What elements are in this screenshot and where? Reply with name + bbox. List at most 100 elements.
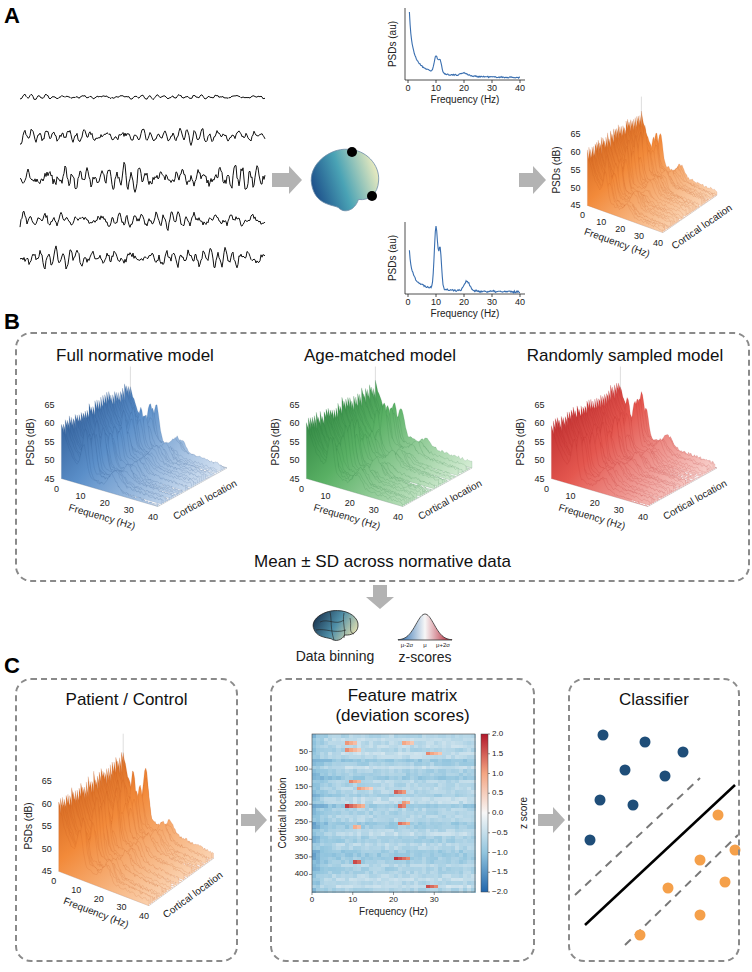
heatmap-cell <box>451 762 456 766</box>
heatmap-cell <box>455 794 460 798</box>
heatmap-cell <box>451 829 456 833</box>
heatmap-cell <box>410 829 415 833</box>
heatmap-cell <box>389 762 394 766</box>
heatmap-cell <box>467 762 472 766</box>
heatmap-cell <box>459 748 464 752</box>
heatmap-cell <box>377 748 382 752</box>
heatmap-cell <box>377 839 382 843</box>
heatmap-cell <box>442 783 447 787</box>
heatmap-cell <box>438 755 443 759</box>
heatmap-cell <box>455 839 460 843</box>
heatmap-cell <box>389 783 394 787</box>
heatmap-cell <box>365 759 370 763</box>
heatmap-cell <box>451 752 456 756</box>
heatmap-cell <box>430 741 435 745</box>
heatmap-cell <box>357 804 362 808</box>
heatmap-cell <box>381 860 386 864</box>
heatmap-cell <box>394 790 399 794</box>
heatmap-cell <box>324 857 329 861</box>
heatmap-cell <box>328 748 333 752</box>
heatmap-cell <box>328 783 333 787</box>
heatmap-cell <box>324 776 329 780</box>
heatmap-cell <box>438 752 443 756</box>
heatmap-cell <box>438 839 443 843</box>
heatmap-cell <box>345 804 350 808</box>
heatmap-cell <box>422 885 427 889</box>
heatmap-cell <box>357 843 362 847</box>
heatmap-cell <box>345 741 350 745</box>
heatmap-cell <box>332 797 337 801</box>
heatmap-cell <box>324 748 329 752</box>
heatmap-cell <box>414 836 419 840</box>
heatmap-cell <box>385 839 390 843</box>
heatmap-cell <box>324 885 329 889</box>
heatmap-cell <box>467 860 472 864</box>
heatmap-cell <box>398 832 403 836</box>
heatmap-cell <box>349 759 354 763</box>
heatmap-cell <box>459 839 464 843</box>
heatmap-cell <box>459 881 464 885</box>
heatmap-cell <box>361 846 366 850</box>
heatmap-cell <box>365 822 370 826</box>
heatmap-cell <box>361 825 366 829</box>
heatmap-cell <box>369 839 374 843</box>
heatmap-cell <box>402 843 407 847</box>
heatmap-cell <box>345 881 350 885</box>
heatmap-cell <box>394 762 399 766</box>
heatmap-cell <box>430 815 435 819</box>
heatmap-cell <box>422 734 427 738</box>
heatmap-cell <box>316 804 321 808</box>
heatmap-cell <box>414 815 419 819</box>
heatmap-cell <box>365 776 370 780</box>
heatmap-cell <box>312 752 317 756</box>
heatmap-cell <box>438 836 443 840</box>
heatmap-cell <box>381 857 386 861</box>
heatmap-cell <box>357 839 362 843</box>
heatmap-cell <box>455 780 460 784</box>
heatmap-cell <box>332 766 337 770</box>
heatmap-cell <box>426 885 431 889</box>
heatmap-cell <box>332 881 337 885</box>
heatmap-cell <box>377 801 382 805</box>
heatmap-cell <box>410 769 415 773</box>
heatmap-cell <box>402 769 407 773</box>
heatmap-cell <box>365 766 370 770</box>
heatmap-cell <box>426 881 431 885</box>
heatmap-cell <box>422 881 427 885</box>
heatmap-cell <box>328 759 333 763</box>
heatmap-cell <box>357 759 362 763</box>
heatmap-cell <box>336 829 341 833</box>
heatmap-cell <box>418 871 423 875</box>
heatmap-cell <box>418 881 423 885</box>
heatmap-cell <box>345 769 350 773</box>
heatmap-cell <box>320 787 325 791</box>
heatmap-cell <box>341 864 346 868</box>
heatmap-cell <box>410 857 415 861</box>
heatmap-cell <box>349 797 354 801</box>
heatmap-cell <box>365 811 370 815</box>
heatmap-cell <box>345 853 350 857</box>
heatmap-cell <box>430 867 435 871</box>
heatmap-cell <box>463 818 468 822</box>
heatmap-cell <box>410 839 415 843</box>
heatmap-cell <box>361 843 366 847</box>
heatmap-cell <box>418 783 423 787</box>
heatmap-cell <box>369 864 374 868</box>
heatmap-cell <box>463 839 468 843</box>
heatmap-cell <box>320 864 325 868</box>
heatmap-cell <box>446 818 451 822</box>
heatmap-cell <box>357 808 362 812</box>
heatmap-cell <box>385 808 390 812</box>
heatmap-cell <box>455 766 460 770</box>
heatmap-cell <box>369 867 374 871</box>
heatmap-cell <box>369 825 374 829</box>
heatmap-cell <box>332 853 337 857</box>
heatmap-cell <box>336 745 341 749</box>
heatmap-cell <box>349 839 354 843</box>
heatmap-cell <box>369 773 374 777</box>
heatmap-cell <box>455 804 460 808</box>
heatmap-cell <box>389 867 394 871</box>
heatmap-cell <box>459 811 464 815</box>
heatmap-cell <box>463 878 468 882</box>
heatmap-cell <box>434 745 439 749</box>
